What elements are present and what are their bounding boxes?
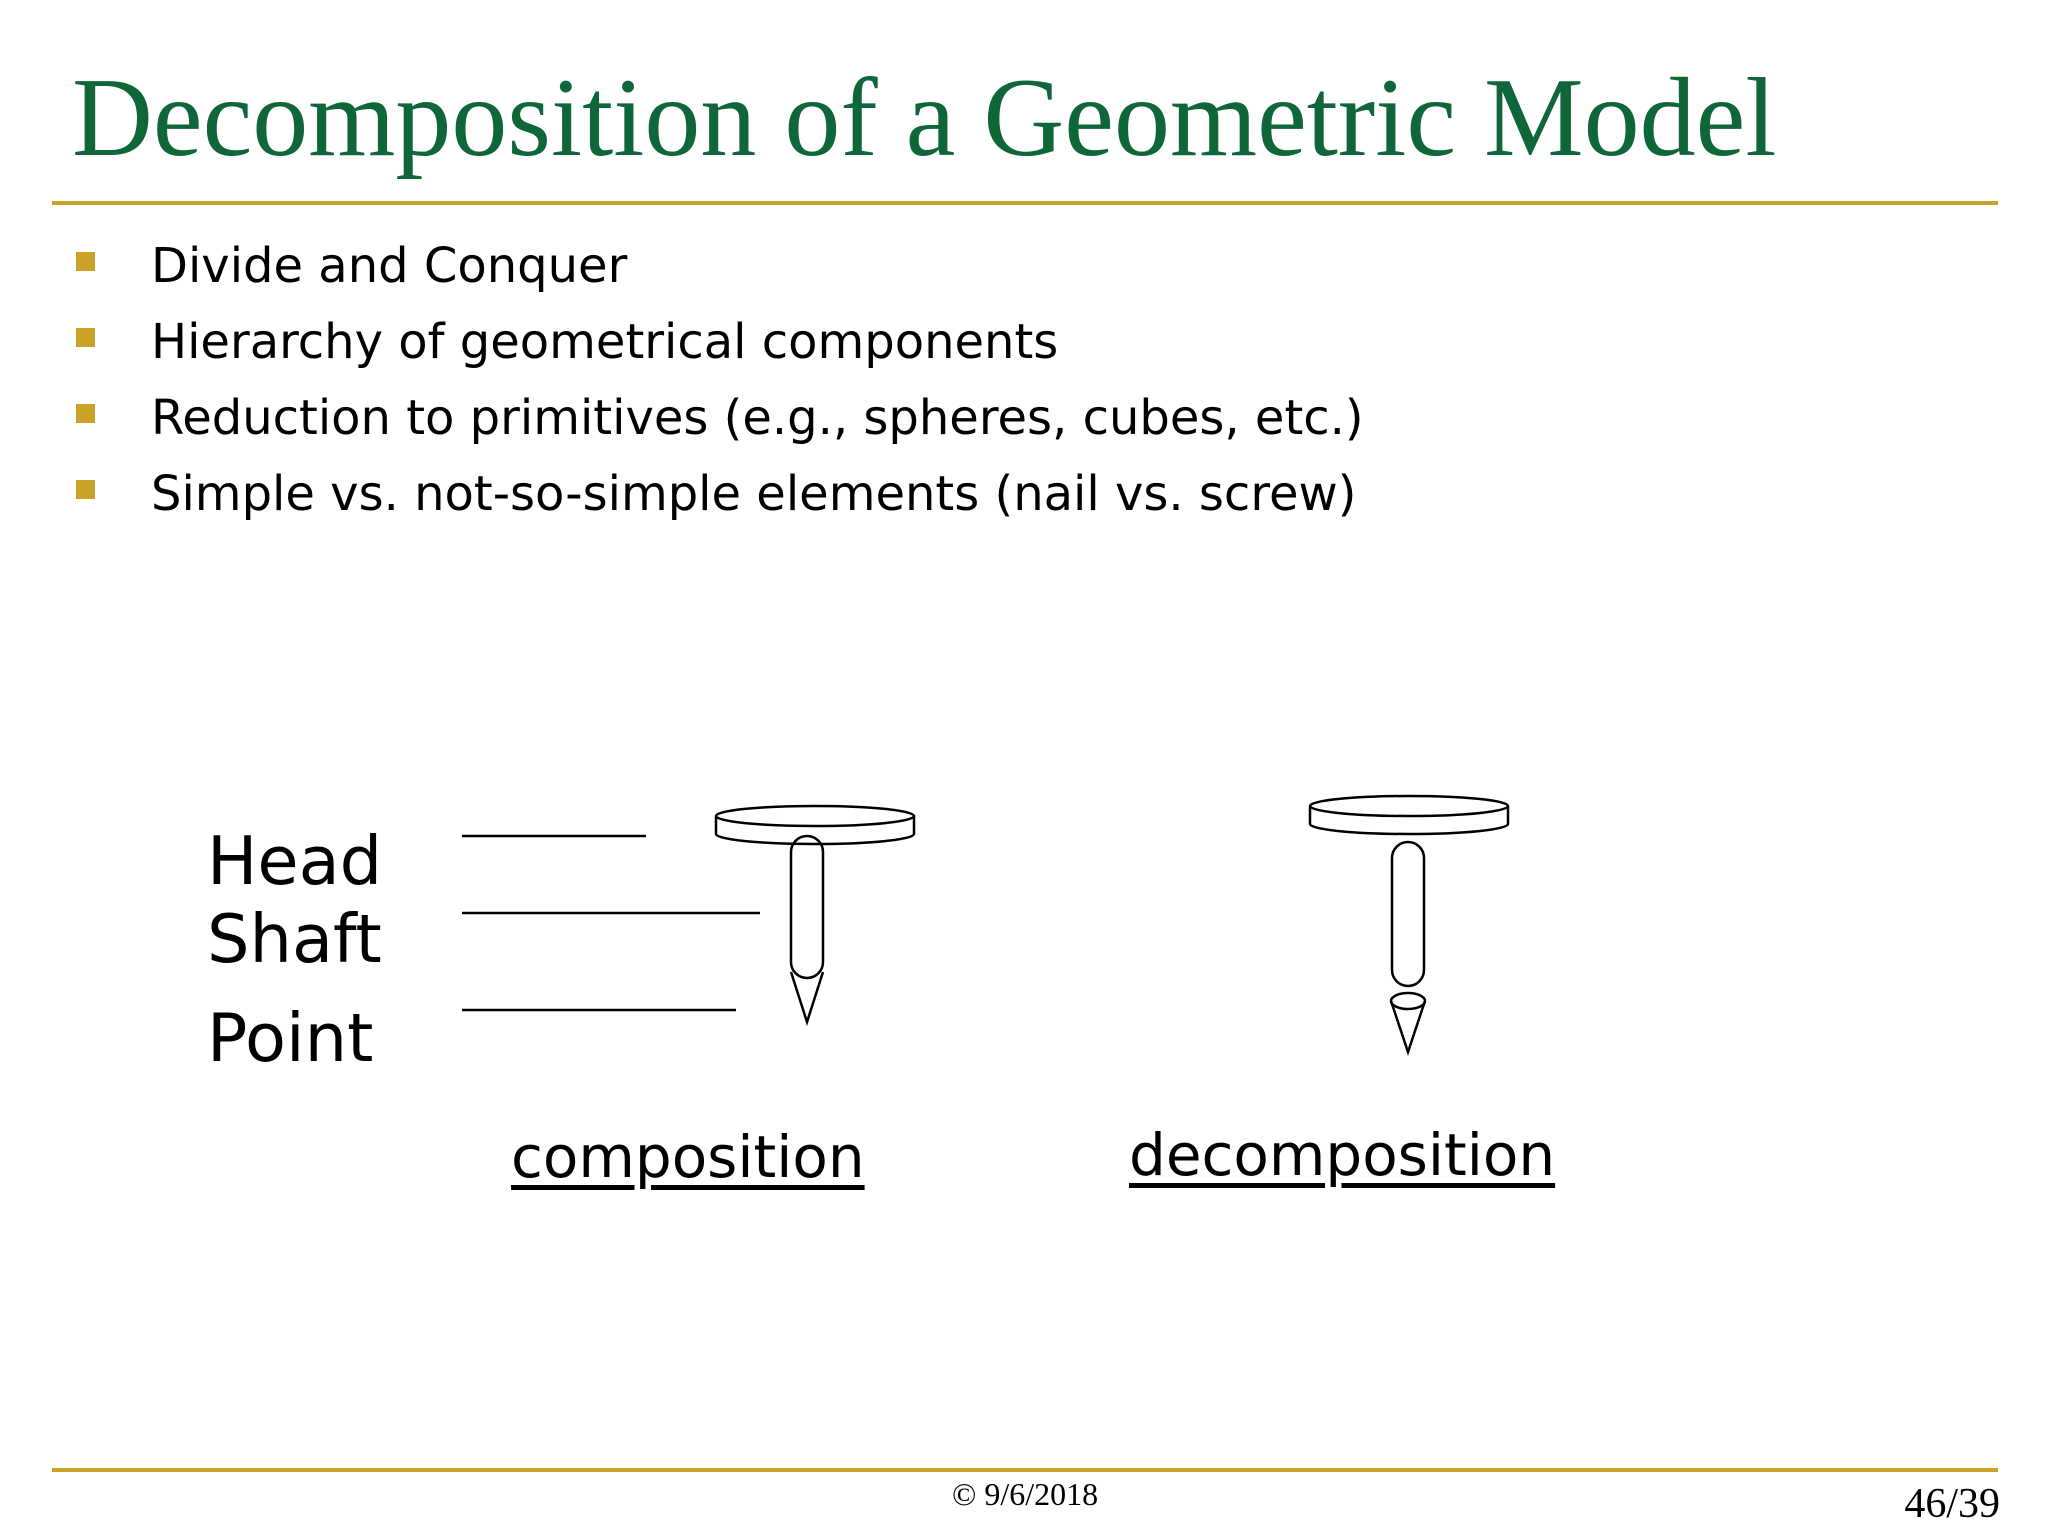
head-label: Head bbox=[207, 822, 383, 900]
bullet-item: Simple vs. not-so-simple elements (nail … bbox=[0, 468, 1600, 544]
bullet-text: Reduction to primitives (e.g., spheres, … bbox=[151, 390, 1364, 446]
composed-nail-shaft bbox=[789, 834, 825, 980]
decomposition-caption: decomposition bbox=[1129, 1121, 1556, 1189]
shaft-label: Shaft bbox=[207, 900, 382, 978]
bullet-text: Hierarchy of geometrical components bbox=[151, 314, 1059, 370]
decomposed-nail-point bbox=[1389, 1000, 1427, 1056]
decomposed-nail-shaft bbox=[1390, 840, 1426, 988]
footer-date: © 9/6/2018 bbox=[952, 1476, 1099, 1512]
decomposed-nail-head-top bbox=[1308, 794, 1510, 818]
composed-nail-head-top bbox=[714, 804, 916, 828]
bullet-item: Hierarchy of geometrical components bbox=[0, 316, 1600, 392]
bullet-square-icon bbox=[76, 328, 95, 347]
title-divider bbox=[52, 201, 1998, 205]
bullet-item: Divide and Conquer bbox=[0, 240, 1600, 316]
bullet-text: Divide and Conquer bbox=[151, 238, 628, 294]
bullet-list: Divide and Conquer Hierarchy of geometri… bbox=[0, 240, 1600, 544]
footer-divider bbox=[52, 1468, 1998, 1472]
bullet-square-icon bbox=[76, 252, 95, 271]
point-label: Point bbox=[207, 999, 374, 1077]
decomposed-nail-head bbox=[1308, 806, 1510, 836]
bullet-square-icon bbox=[76, 404, 95, 423]
decomposed-nail bbox=[1308, 794, 1510, 1056]
bullet-square-icon bbox=[76, 480, 95, 499]
composed-nail-point bbox=[789, 971, 825, 1027]
bullet-text: Simple vs. not-so-simple elements (nail … bbox=[151, 466, 1357, 522]
decomposed-nail-point-base bbox=[1389, 991, 1427, 1011]
composed-nail bbox=[714, 804, 916, 1027]
slide-title: Decomposition of a Geometric Model bbox=[72, 56, 1777, 180]
composed-nail-head bbox=[714, 816, 916, 846]
page-number: 46/39 bbox=[1904, 1481, 2000, 1527]
composition-caption: composition bbox=[511, 1123, 865, 1191]
bullet-item: Reduction to primitives (e.g., spheres, … bbox=[0, 392, 1600, 468]
